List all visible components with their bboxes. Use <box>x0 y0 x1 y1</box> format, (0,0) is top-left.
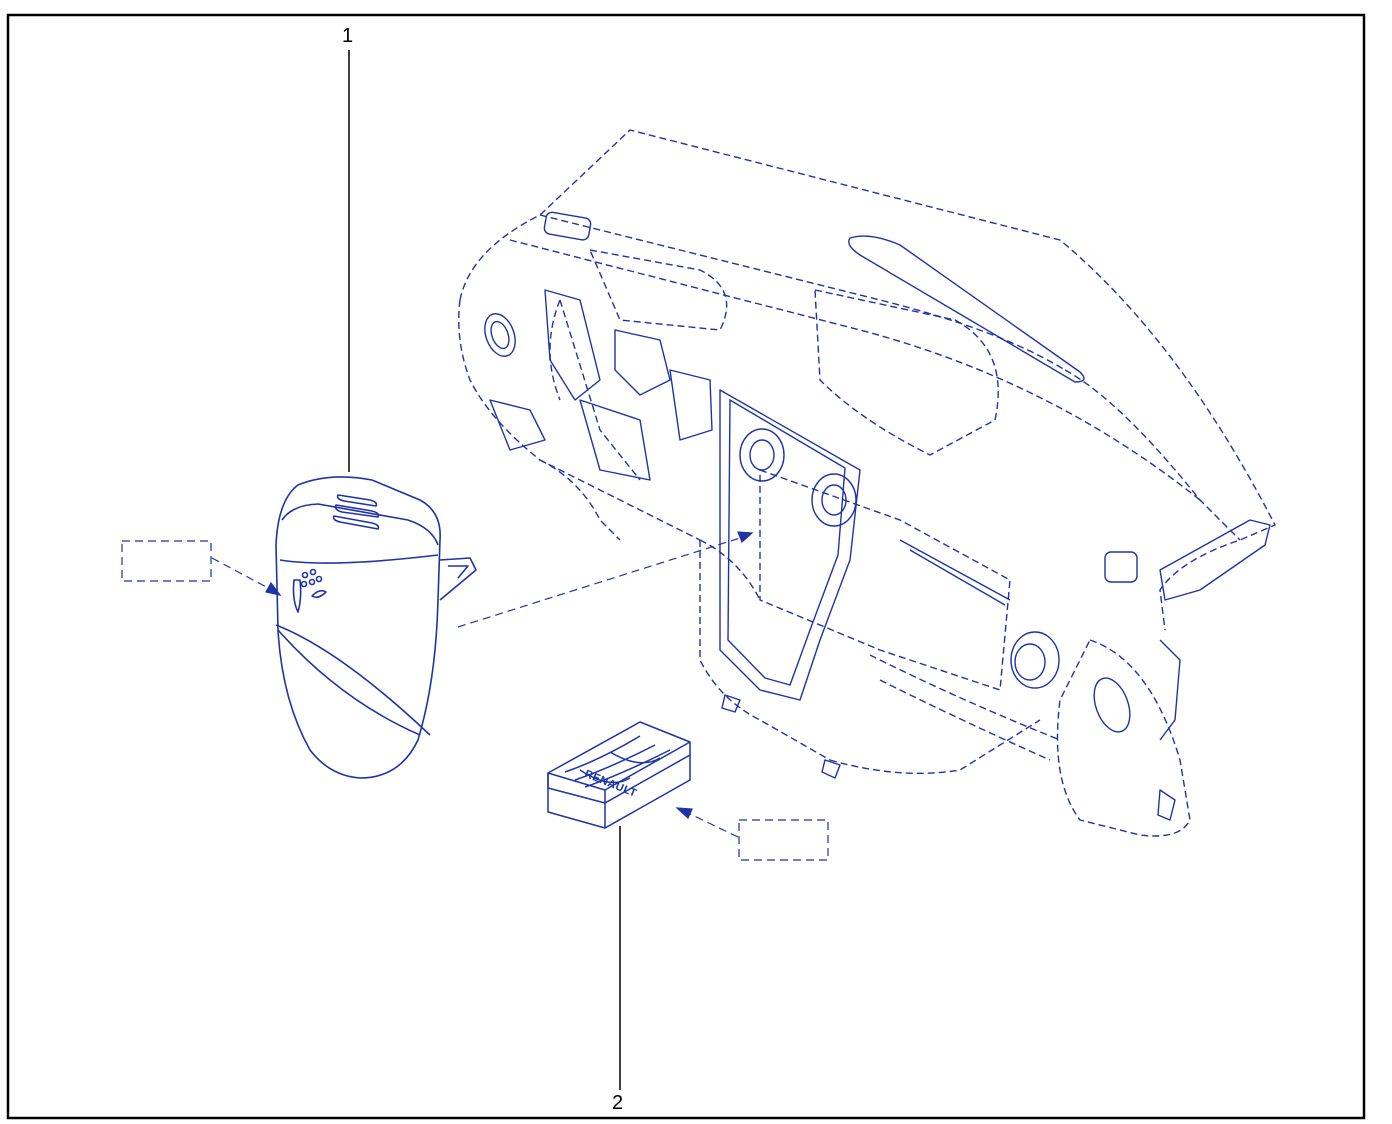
diagram-frame <box>6 13 1366 1120</box>
dashboard-assembly-outline <box>458 129 1276 837</box>
reference-box-left <box>121 540 212 582</box>
reference-box-bottom <box>738 819 829 861</box>
callout-label-2: 2 <box>612 1092 624 1114</box>
part-2-storage-tray <box>547 721 691 829</box>
dashboard-solid-details <box>484 211 1271 821</box>
part-1-airbag-cover <box>275 476 477 779</box>
assembly-line-part1 <box>457 531 754 628</box>
arrow-left-to-part1 <box>211 557 282 596</box>
arrow-bottom-to-part2 <box>675 807 739 838</box>
callout-label-1: 1 <box>342 25 354 47</box>
